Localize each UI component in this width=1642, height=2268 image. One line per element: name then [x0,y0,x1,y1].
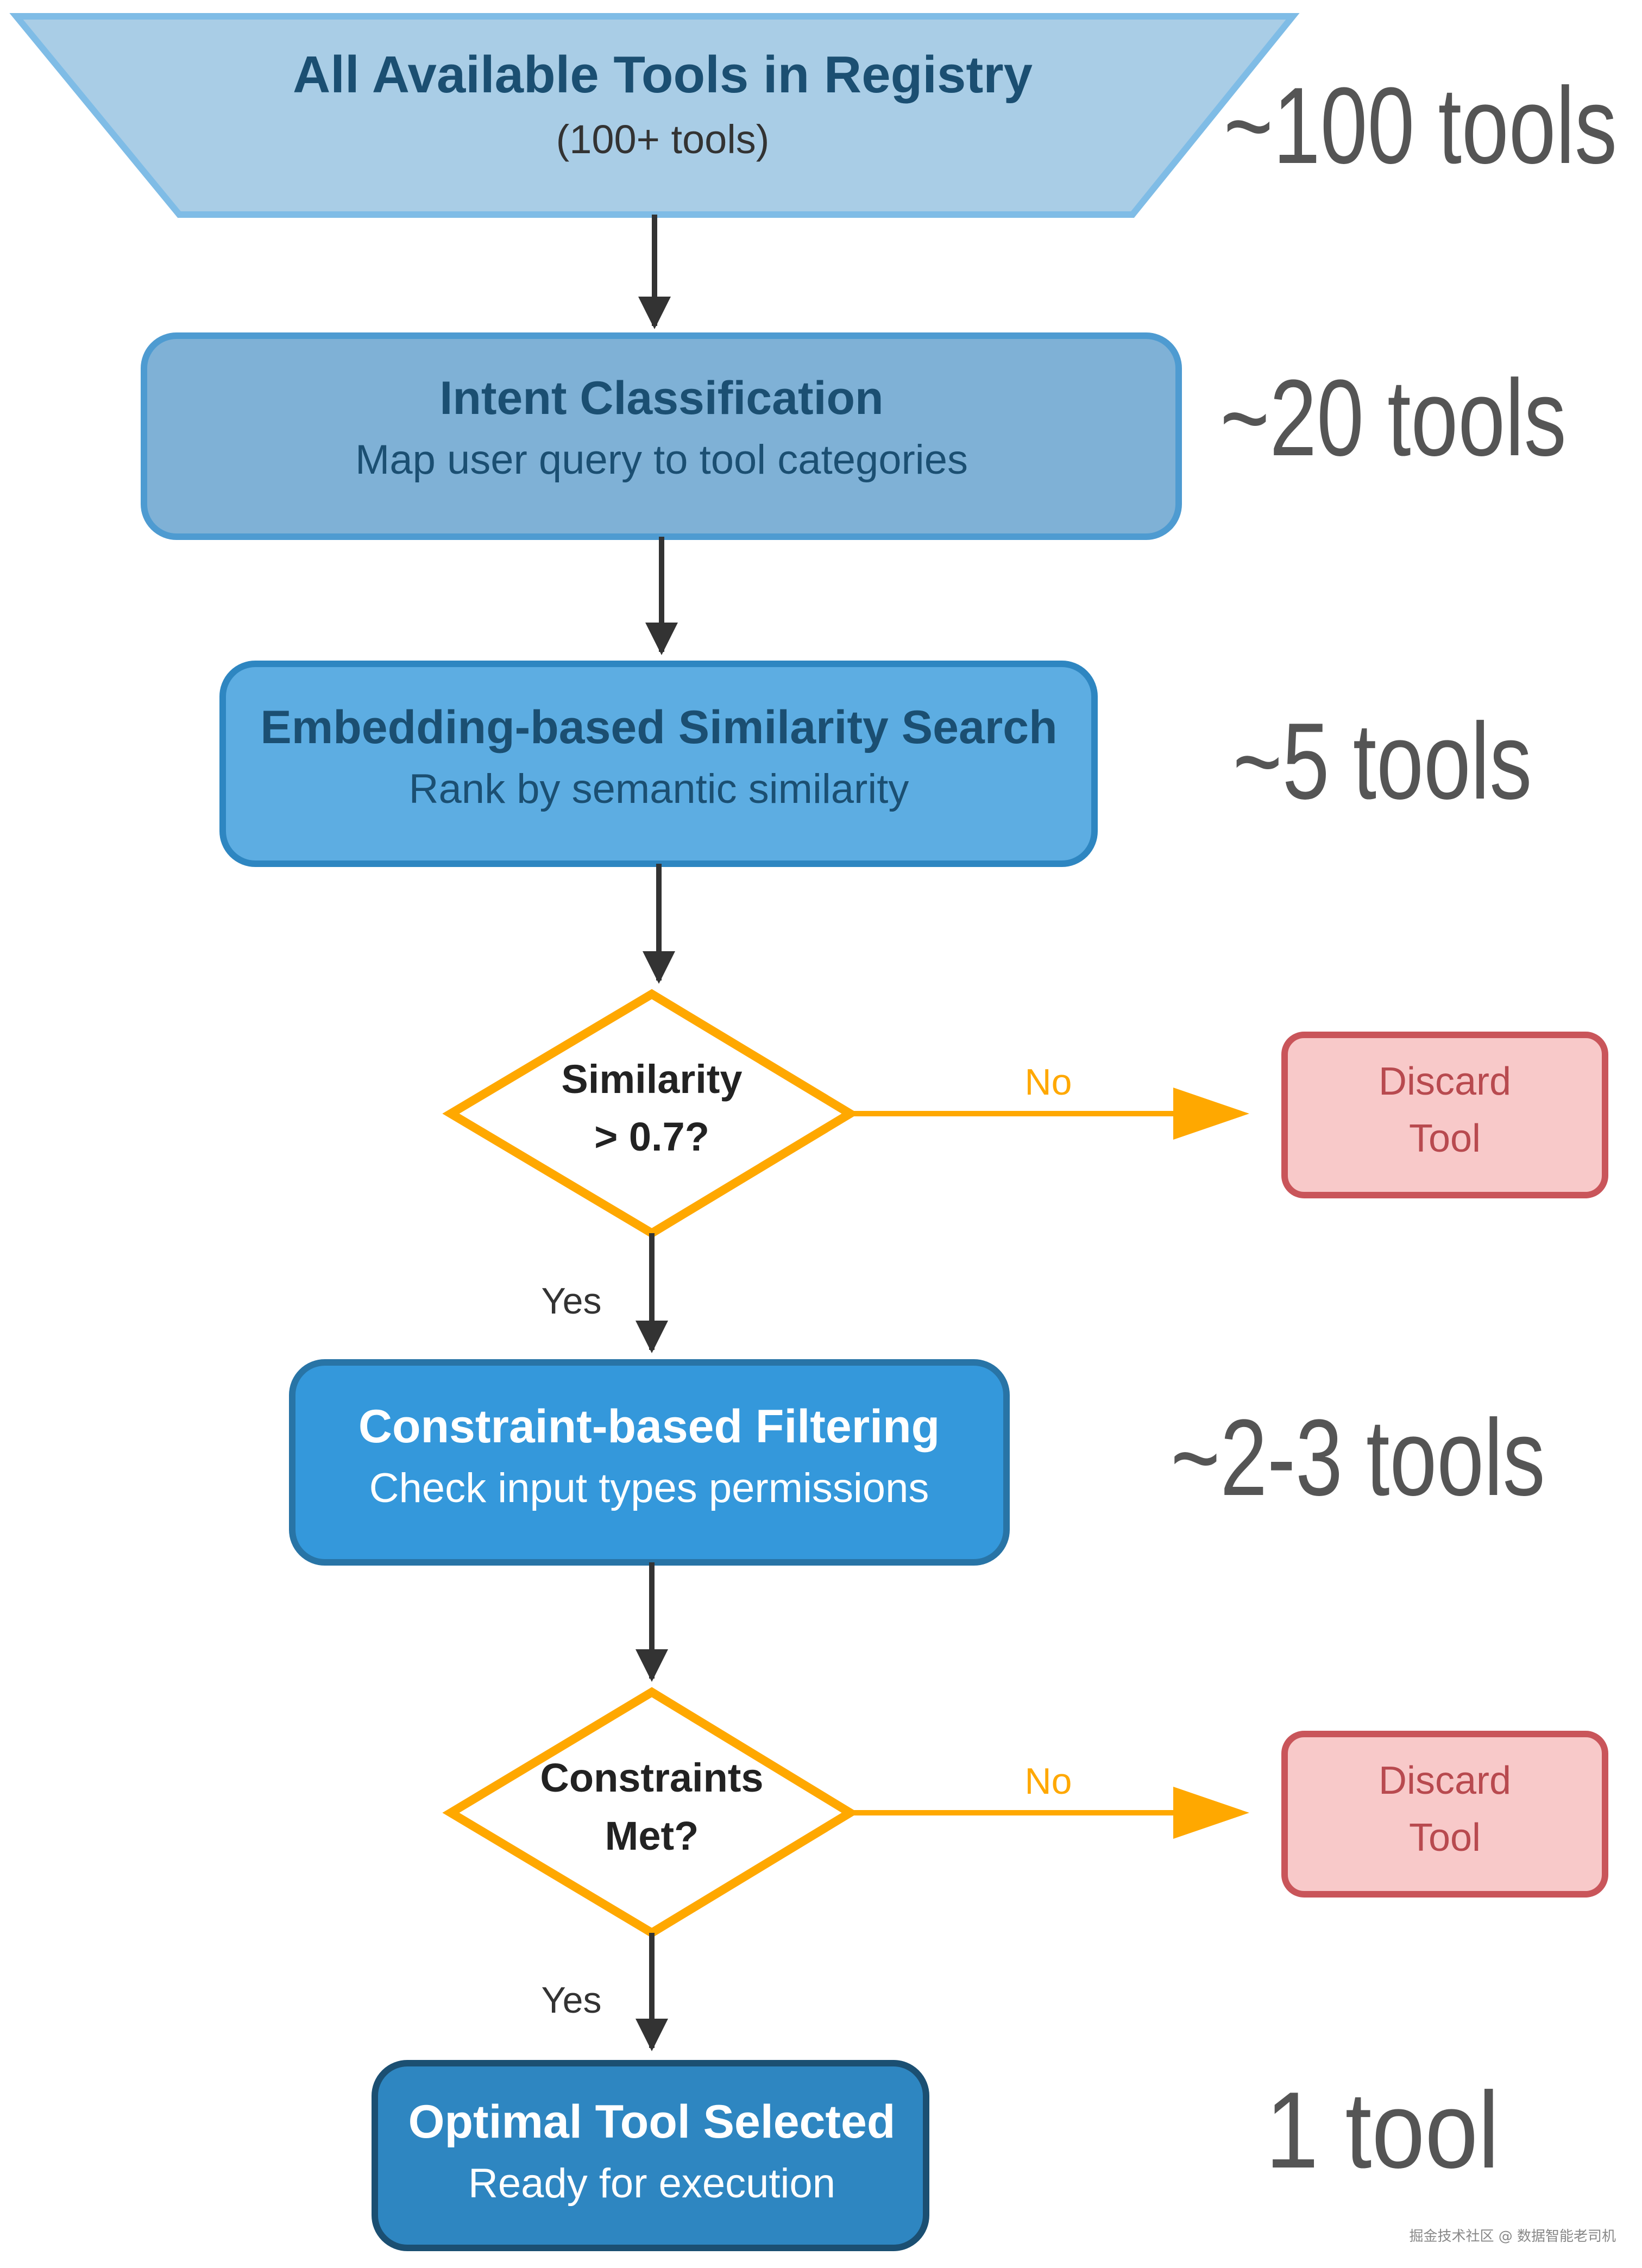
similarity-yes-label: Yes [542,1280,602,1322]
discard-node-2: Discard Tool [1281,1731,1608,1898]
constraints-decision: Constraints Met? [442,1687,859,1938]
similarity-no-label: No [1025,1061,1072,1103]
similarity-decision: Similarity > 0.7? [442,989,859,1239]
optimal-title: Optimal Tool Selected [408,2096,896,2148]
embedding-box [219,661,1098,867]
constraint-subtitle: Check input types permissions [369,1465,929,1511]
intent-count: ~20 tools [1220,357,1566,479]
optimal-node: Optimal Tool Selected Ready for executio… [372,2060,929,2251]
discard-node-1: Discard Tool [1281,1032,1608,1198]
constraint-count: ~2-3 tools [1171,1397,1545,1518]
registry-subtitle: (100+ tools) [556,117,770,162]
embedding-count: ~5 tools [1233,701,1532,822]
constraints-diamond [442,1687,859,1938]
embedding-subtitle: Rank by semantic similarity [409,766,909,812]
optimal-count: 1 tool [1266,2069,1500,2190]
intent-node: Intent Classification Map user query to … [141,332,1182,540]
constraint-box [289,1359,1010,1566]
registry-title: All Available Tools in Registry [293,46,1033,104]
similarity-line2: > 0.7? [594,1114,709,1159]
constraints-line2: Met? [605,1813,699,1858]
intent-box [141,332,1182,540]
discard-box-1 [1281,1032,1608,1198]
intent-title: Intent Classification [439,372,883,424]
constraint-node: Constraint-based Filtering Check input t… [289,1359,1010,1566]
registry-shape [9,13,1300,218]
constraints-no-label: No [1025,1761,1072,1802]
similarity-diamond [442,989,859,1239]
embedding-title: Embedding-based Similarity Search [260,701,1057,753]
registry-count: ~100 tools [1224,65,1617,186]
arrow-constraints-no-head [1173,1787,1249,1839]
discard-2-line1: Discard [1379,1759,1511,1802]
constraints-line1: Constraints [540,1755,763,1800]
constraints-yes-label: Yes [542,1980,602,2021]
embedding-node: Embedding-based Similarity Search Rank b… [219,661,1098,867]
discard-1-line1: Discard [1379,1060,1511,1103]
constraint-title: Constraint-based Filtering [358,1400,940,1453]
discard-box-2 [1281,1731,1608,1898]
optimal-box [372,2060,929,2251]
arrow-similarity-no-head [1173,1088,1249,1140]
optimal-subtitle: Ready for execution [468,2160,835,2207]
intent-subtitle: Map user query to tool categories [355,437,968,483]
similarity-line1: Similarity [561,1057,742,1102]
discard-1-line2: Tool [1409,1117,1481,1160]
discard-2-line2: Tool [1409,1816,1481,1859]
registry-node: All Available Tools in Registry (100+ to… [9,13,1300,218]
watermark: 掘金技术社区 @ 数据智能老司机 [1409,2228,1616,2245]
